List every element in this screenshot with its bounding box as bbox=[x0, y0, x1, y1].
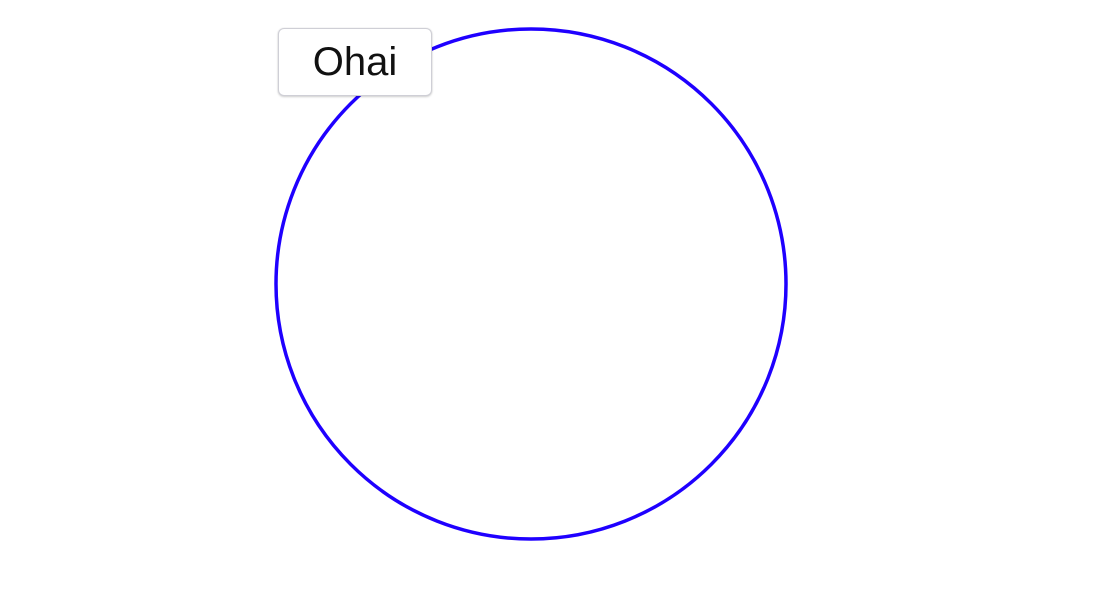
blue-circle bbox=[274, 27, 788, 541]
circle-svg bbox=[274, 27, 788, 541]
ohai-button[interactable]: Ohai bbox=[278, 28, 432, 96]
circle-container bbox=[274, 27, 788, 541]
